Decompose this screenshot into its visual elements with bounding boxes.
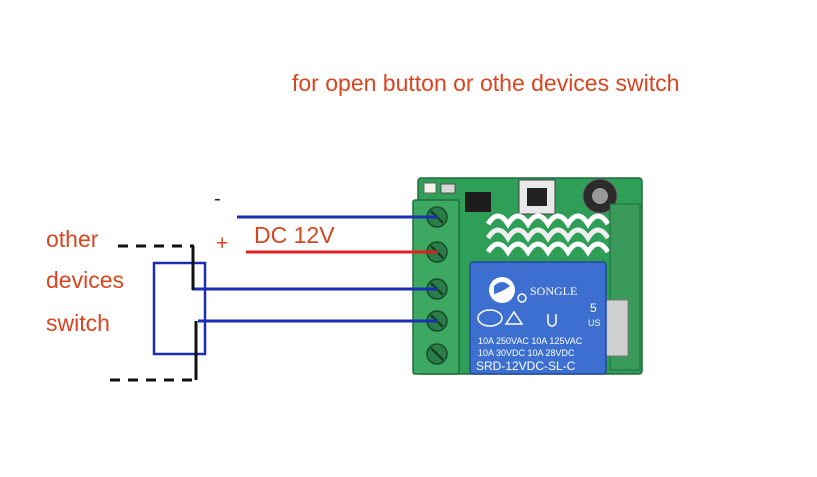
relay-module-board: SONGLE 5 US 10A 250VAC 10A 125VAC 10A 30… xyxy=(417,177,643,375)
diagram-caption: for open button or othe devices switch xyxy=(292,70,680,96)
positive-terminal-label: + xyxy=(216,232,229,255)
switch-label-line-2: devices xyxy=(46,267,124,293)
terminal-block xyxy=(412,199,460,375)
antenna-coil-icon xyxy=(485,213,611,257)
switch-label-line-3: switch xyxy=(46,310,110,336)
external-switch-symbol xyxy=(110,244,207,382)
relay-us-mark: US xyxy=(588,318,601,328)
relay-rating-line-1: 10A 250VAC 10A 125VAC xyxy=(478,336,583,346)
terminal-screw-slot xyxy=(430,347,444,361)
relay-number: 5 xyxy=(590,301,597,315)
certification-marks-icon xyxy=(477,309,557,327)
relay-brand: SONGLE xyxy=(530,284,577,298)
led-icon xyxy=(423,182,437,194)
relay-model: SRD-12VDC-SL-C xyxy=(476,359,576,373)
negative-terminal-label: - xyxy=(214,188,221,210)
relay-rating-line-2: 10A 30VDC 10A 28VDC xyxy=(478,348,575,358)
voltage-label: DC 12V xyxy=(254,222,335,248)
songle-logo-icon xyxy=(489,277,527,303)
switch-label-line-1: other xyxy=(46,226,99,252)
